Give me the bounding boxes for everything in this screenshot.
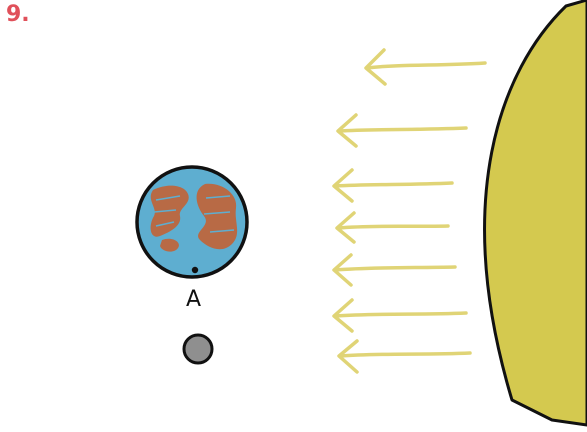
sunlight-arrows xyxy=(334,50,485,372)
sun-shape xyxy=(485,0,587,425)
point-a-label: A xyxy=(186,287,201,312)
sunlight-arrow-icon xyxy=(339,341,470,372)
point-a-marker xyxy=(192,267,198,273)
sunlight-arrow-icon xyxy=(334,300,466,331)
sunlight-arrow-icon xyxy=(366,50,485,84)
sunlight-arrow-icon xyxy=(334,170,452,201)
sunlight-arrow-icon xyxy=(334,255,455,285)
moon-icon xyxy=(184,335,212,363)
sunlight-arrow-icon xyxy=(338,115,466,146)
sunlight-arrow-icon xyxy=(337,213,448,242)
earth-globe-icon xyxy=(137,167,247,277)
